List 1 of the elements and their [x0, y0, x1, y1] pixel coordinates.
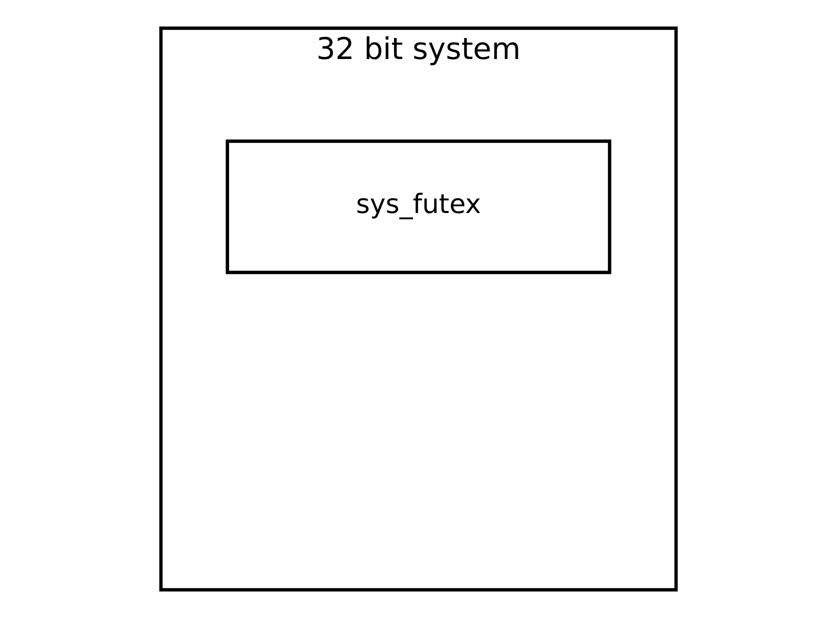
- node-box: sys_futex: [225, 140, 611, 274]
